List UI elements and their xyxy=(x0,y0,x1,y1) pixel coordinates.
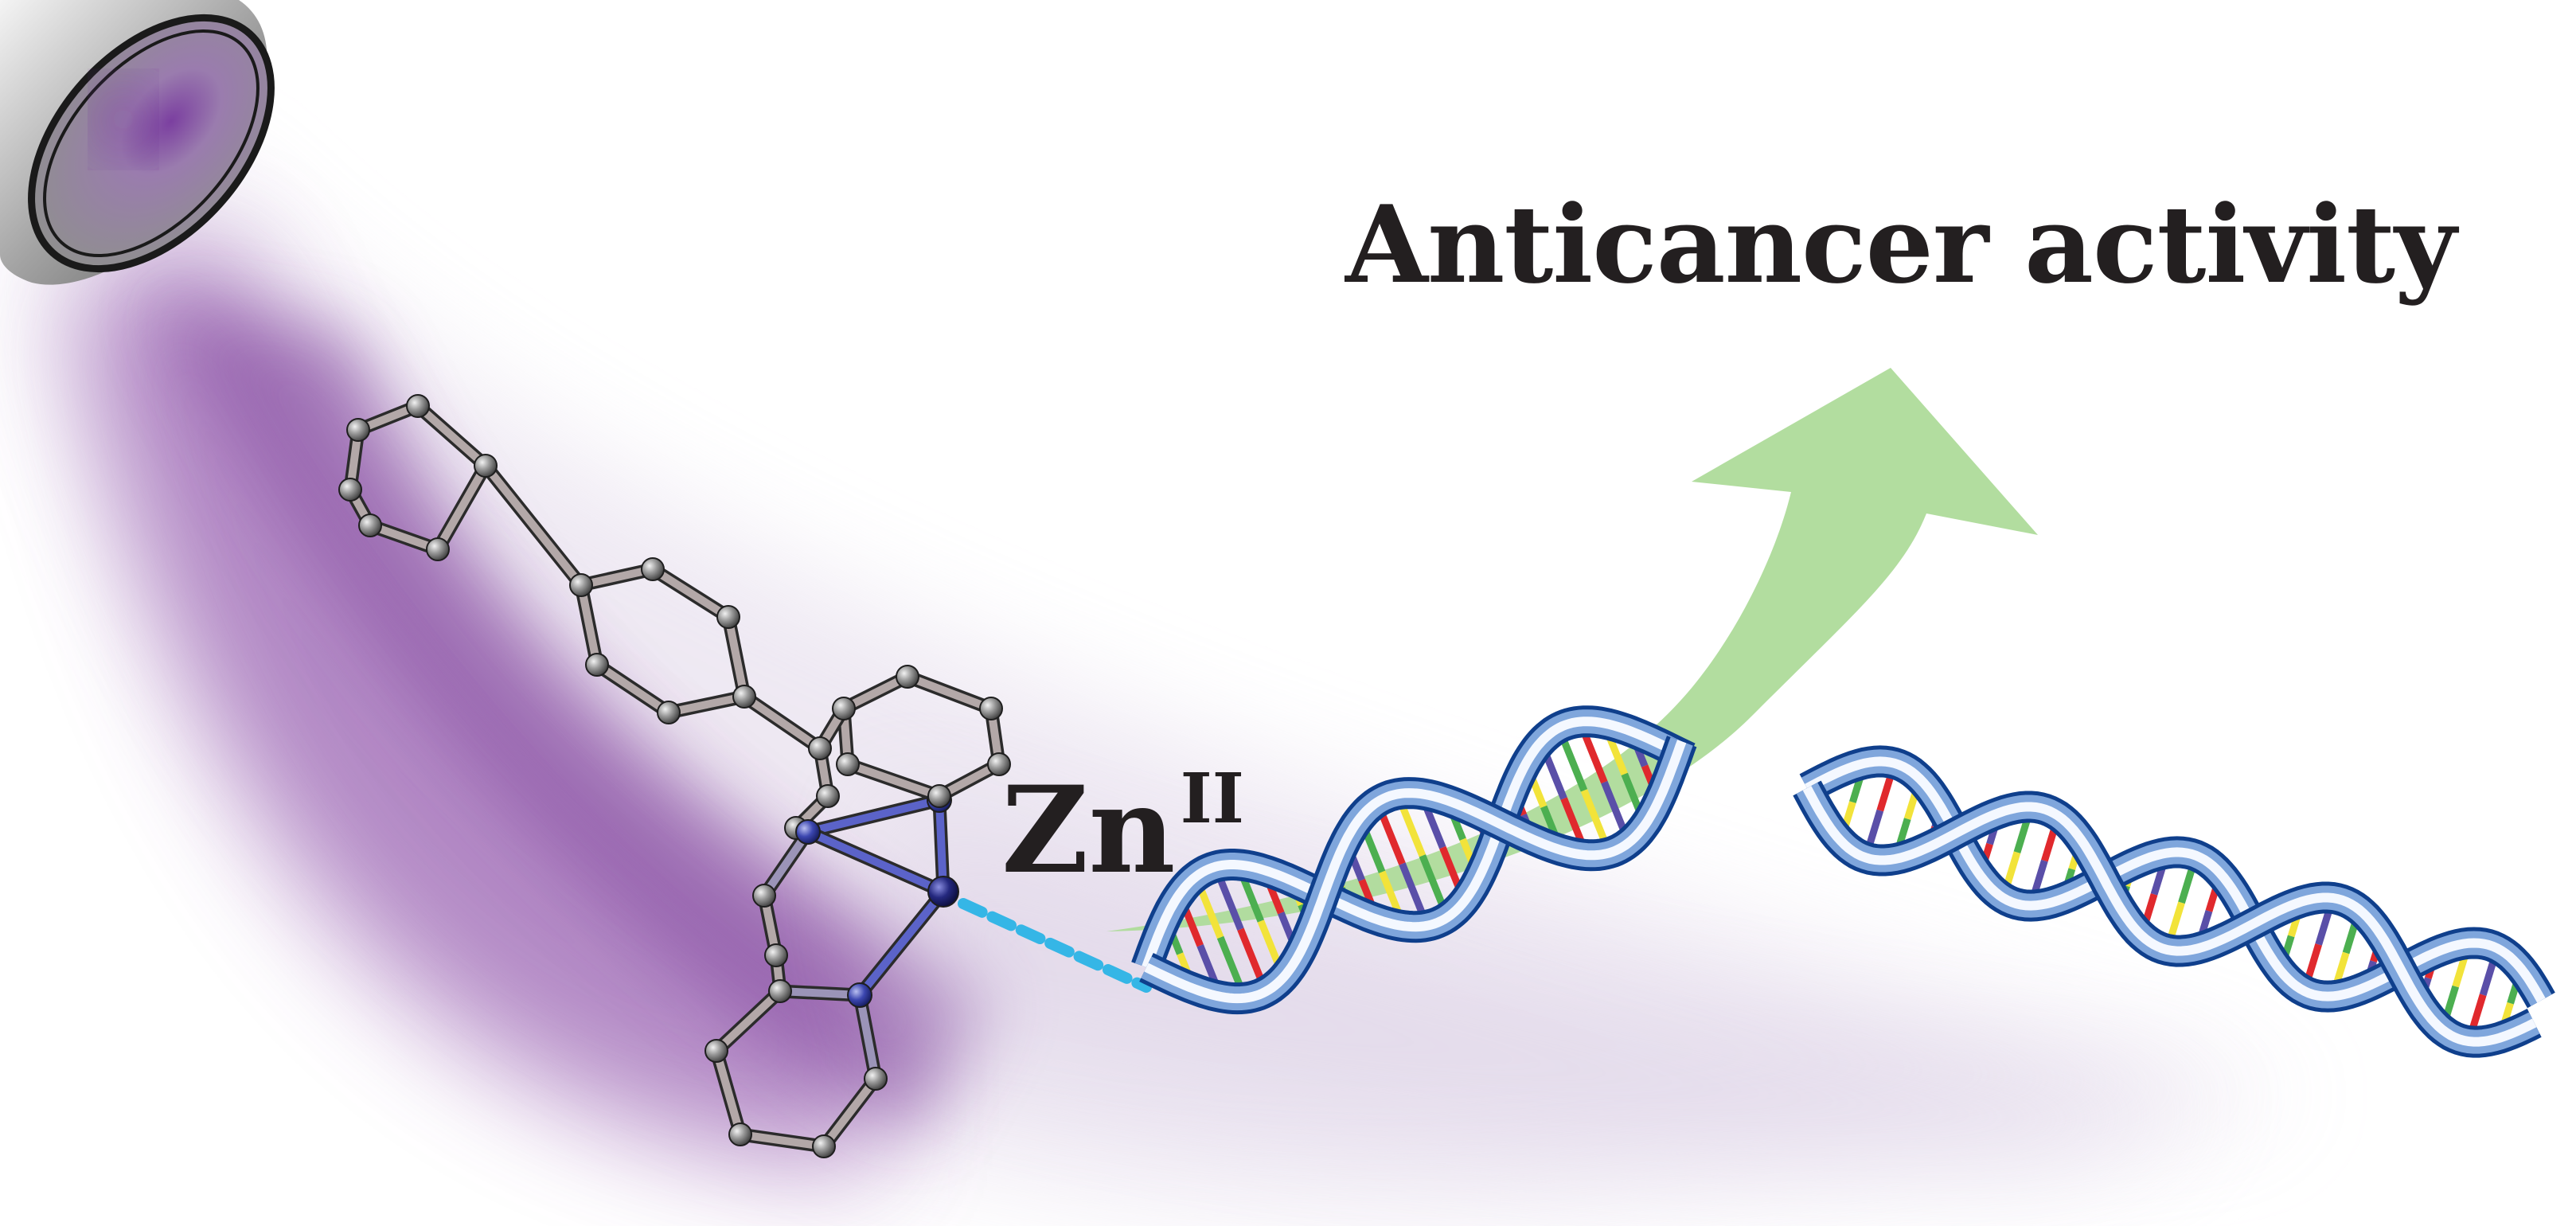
zinc-atom xyxy=(927,876,959,908)
carbon-atom xyxy=(752,884,776,908)
carbon-atom xyxy=(816,784,840,808)
oxidation-state-superscript: II xyxy=(1180,759,1245,839)
bond xyxy=(577,581,601,669)
carbon-atom xyxy=(728,1123,752,1146)
carbon-atom xyxy=(864,1067,888,1091)
carbon-atom xyxy=(832,697,856,720)
metal-element-symbol: Zn xyxy=(1001,760,1176,900)
dna-strand-highlight xyxy=(1805,756,2546,1003)
bond xyxy=(856,991,880,1083)
bond xyxy=(724,613,748,701)
dna-strand-highlight xyxy=(1144,740,1687,1004)
bond xyxy=(736,1130,828,1150)
carbon-atom xyxy=(358,513,382,537)
carbon-atom xyxy=(346,418,370,442)
bond xyxy=(904,673,995,713)
carbon-atom xyxy=(474,454,498,478)
carbon-atom xyxy=(836,752,860,776)
bond xyxy=(665,693,748,716)
nitrogen-atom xyxy=(795,819,821,845)
zinc-complex-molecule xyxy=(338,394,1011,1158)
cleaved-dna-helix-icon xyxy=(1793,745,2555,1058)
carbon-atom xyxy=(641,557,665,581)
carbon-atom xyxy=(569,573,593,597)
carbon-atom xyxy=(808,736,832,760)
carbon-atom xyxy=(704,1039,728,1063)
bond xyxy=(649,565,732,621)
carbon-atom xyxy=(768,979,792,1003)
carbon-atom xyxy=(657,701,681,724)
bond xyxy=(482,462,585,589)
light-beam xyxy=(32,159,2309,1205)
carbon-atom xyxy=(426,537,450,561)
bond xyxy=(414,402,490,470)
bond xyxy=(740,693,824,752)
bond xyxy=(776,987,864,999)
metal-ion-label: ZnII xyxy=(1001,765,1244,891)
carbon-atom xyxy=(732,685,756,709)
bond xyxy=(856,888,947,999)
carbon-atom xyxy=(896,665,919,689)
bond xyxy=(804,796,943,836)
green-curved-arrow xyxy=(1107,368,2038,931)
bond xyxy=(434,462,490,553)
bond xyxy=(760,828,812,900)
carbon-atom xyxy=(987,752,1011,776)
carbon-atom xyxy=(338,478,362,502)
carbon-atom xyxy=(716,605,740,629)
bond xyxy=(712,1047,744,1138)
carbon-atom xyxy=(764,943,788,967)
zn-dna-interaction-line xyxy=(958,898,1152,993)
dna-strand-highlight xyxy=(1802,786,2537,1047)
bond xyxy=(366,521,442,553)
carbon-atom xyxy=(812,1134,836,1158)
carbon-atom xyxy=(406,394,430,418)
bond xyxy=(593,661,673,716)
carbon-atom xyxy=(585,653,609,677)
bond xyxy=(712,987,784,1055)
nitrogen-atom xyxy=(847,982,872,1008)
page-title: Anticancer activity xyxy=(1345,182,2457,307)
bond xyxy=(844,760,943,800)
carbon-atom xyxy=(979,697,1003,720)
bond xyxy=(820,1075,880,1150)
bond xyxy=(804,828,947,896)
lamp-icon xyxy=(0,0,275,285)
dna-strand-highlight xyxy=(1142,716,1691,970)
bond xyxy=(577,565,657,589)
dna-helix-icon xyxy=(1131,705,1697,1015)
carbon-atom xyxy=(927,784,951,808)
